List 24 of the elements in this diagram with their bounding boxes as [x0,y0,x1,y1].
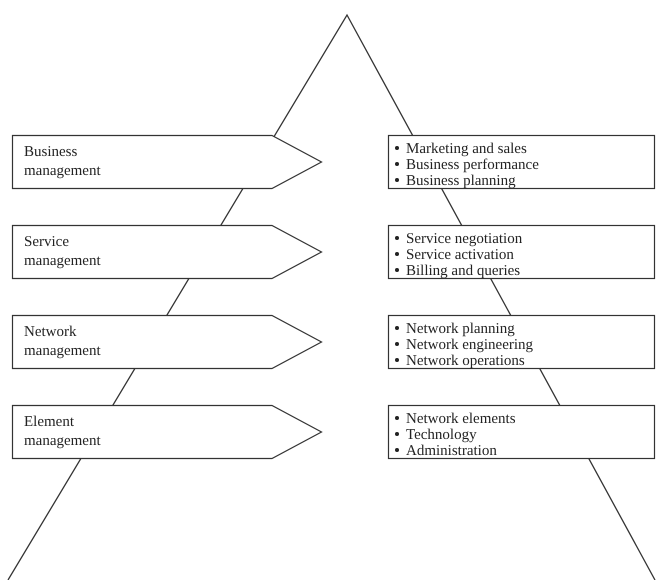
bullet-item: Network planning [406,321,515,337]
bullet-item: Service activation [406,247,514,263]
bullet-item: Business performance [406,157,539,173]
layer-label: Network management [24,323,102,361]
arrow-shape [12,405,322,459]
layer-label: Element management [24,413,102,451]
arrow-shape [12,315,322,369]
list-box [388,135,655,189]
bullet-item: Marketing and sales [406,141,527,157]
layer-label: Business management [24,143,102,181]
layer-label: Service management [24,233,102,271]
bullet-item: Administration [406,443,497,459]
list-box [388,405,655,459]
list-box [388,225,655,279]
list-box [388,315,655,369]
arrow-shape [12,225,322,279]
bullet-item: Network elements [406,411,516,427]
bullet-item: Network engineering [406,337,534,353]
bullet-item: Business planning [406,173,516,189]
arrow-shape [12,135,322,189]
bullet-item: Technology [406,427,477,443]
bullet-item: Network operations [406,353,525,369]
bullet-item: Billing and queries [406,263,520,279]
bullet-item: Service negotiation [406,231,522,247]
